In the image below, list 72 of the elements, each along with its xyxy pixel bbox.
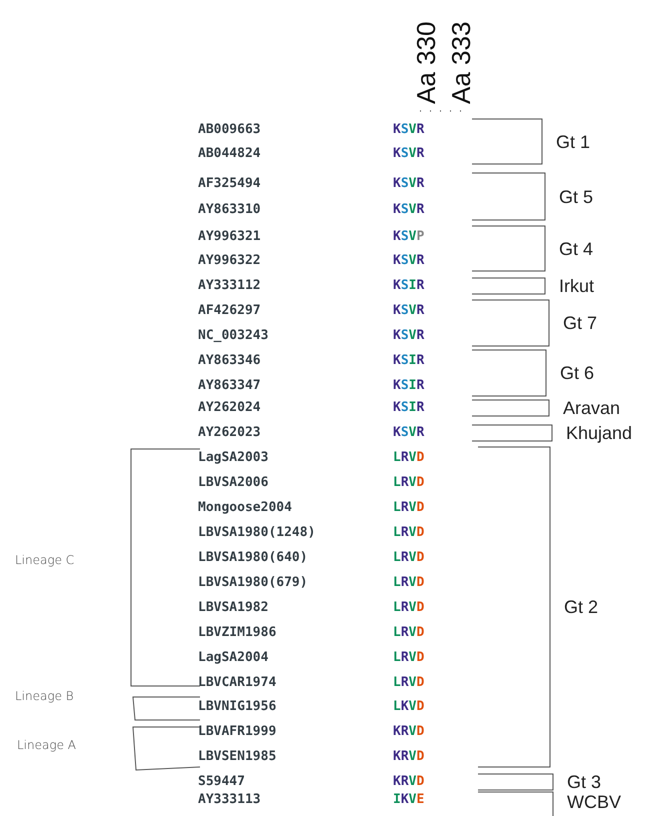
accession-id: LBVSA1982 [198,600,268,616]
sequence-text: LRVD [393,675,424,691]
sequence-text: KSVR [393,328,424,344]
accession-id: LBVSEN1985 [198,749,276,765]
sequence-text: KSVR [393,146,424,162]
lineage-label: Lineage B [15,689,74,703]
group-label: Khujand [566,423,632,443]
accession-id: AY262024 [198,400,261,416]
group-label: Gt 2 [564,597,598,617]
sequence-text: KSIR [393,400,424,416]
group-label: Gt 4 [559,238,594,258]
sequence-text: LRVD [393,600,424,616]
accession-id: LagSA2004 [198,650,268,666]
accession-id: AY262023 [198,425,261,441]
sequence-text: LRVD [393,650,424,666]
group-label: Gt 1 [556,132,590,152]
group-label: Gt 5 [559,186,594,206]
lineage-label: Lineage A [17,738,76,752]
sequence-text: KSIR [393,353,424,369]
sequence-text: KRVD [393,724,424,740]
accession-id: LBVSA2006 [198,475,268,491]
sequence-text: LRVD [393,525,424,541]
accession-id: AY863346 [198,353,261,369]
column-header: Aa 330 [412,22,440,104]
sequence-text: LRVD [393,550,424,566]
accession-id: AB044824 [198,146,261,162]
group-label: Aravan [563,398,620,418]
sequence-text: KRVD [393,749,424,765]
accession-id: LBVAFR1999 [198,724,276,740]
sequence-text: LRVD [393,575,424,591]
sequence-text: KRVD [393,774,424,790]
sequence-text: LRVD [393,625,424,641]
sequence-text: LRVD [393,450,424,466]
sequence-text: KSVR [393,202,424,218]
sequence-text: KSVR [393,176,424,192]
group-label: WCBV [567,792,621,812]
sequence-text: LRVD [393,500,424,516]
sequence-text: KSIR [393,278,424,294]
sequence-text: IKVE [393,792,424,808]
accession-id: AY863347 [198,378,261,394]
accession-id: LBVZIM1986 [198,625,276,641]
accession-id: S59447 [198,774,245,790]
sequence-text: KSVP [393,229,424,245]
accession-id: AB009663 [198,122,261,138]
accession-id: AF325494 [198,176,261,192]
sequence-text: LKVD [393,699,424,715]
sequence-text: KSVR [393,425,424,441]
sequence-text: LRVD [393,475,424,491]
accession-id: LBVNIG1956 [198,699,276,715]
accession-id: Mongoose2004 [198,500,292,516]
accession-id: AY333113 [198,792,261,808]
column-header: Aa 333 [447,22,475,104]
accession-id: LBVCAR1974 [198,675,276,691]
group-label: Gt 3 [567,772,602,792]
accession-id: AF426297 [198,303,261,319]
accession-id: AY333112 [198,278,261,294]
accession-id: AY996321 [198,229,261,245]
lineage-label: Lineage C [15,553,74,567]
accession-id: NC_003243 [198,328,268,344]
group-label: Gt 6 [560,363,594,383]
group-label: Gt 7 [563,313,598,333]
sequence-text: KSIR [393,378,424,394]
sequence-text: KSVR [393,303,424,319]
sequence-text: KSVR [393,253,424,269]
accession-id: AY863310 [198,202,261,218]
accession-id: LBVSA1980(640) [198,550,308,566]
sequence-text: KSVR [393,122,424,138]
group-label: Irkut [559,276,594,296]
accession-id: LBVSA1980(1248) [198,525,316,541]
accession-id: LBVSA1980(679) [198,575,308,591]
accession-id: LagSA2003 [198,450,268,466]
accession-id: AY996322 [198,253,261,269]
